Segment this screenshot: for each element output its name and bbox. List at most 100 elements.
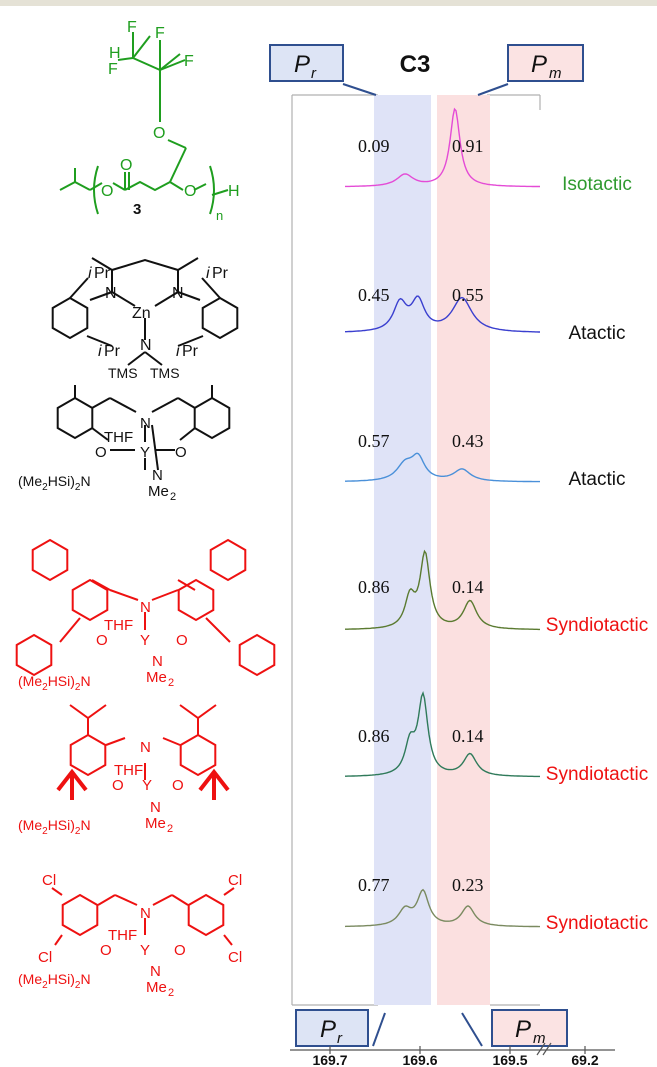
- svg-text:Me: Me: [146, 979, 167, 996]
- svg-text:N: N: [172, 285, 184, 302]
- pr-label-top: P r: [269, 44, 377, 96]
- svg-text:O: O: [175, 444, 187, 461]
- svg-text:Me: Me: [146, 669, 167, 686]
- yttrium-cumyl-complex-labels: N THF O Y O N Me 2 (Me2HSi)2N: [18, 599, 188, 693]
- svg-text:TMS: TMS: [150, 365, 180, 381]
- meso-fraction: 0.23: [452, 875, 484, 895]
- svg-text:O: O: [96, 632, 108, 649]
- svg-text:Y: Y: [140, 632, 150, 649]
- svg-text:Me: Me: [148, 483, 169, 500]
- svg-text:r: r: [337, 1030, 343, 1047]
- svg-text:THF: THF: [104, 617, 133, 634]
- racemo-fraction: 0.86: [358, 726, 390, 746]
- svg-text:i: i: [206, 265, 210, 282]
- tacticity-label: Syndiotactic: [546, 764, 648, 785]
- yttrium-cumyl-complex-structure: [14, 538, 277, 677]
- racemo-fraction: 0.45: [358, 285, 390, 305]
- svg-text:(Me2HSi)2N: (Me2HSi)2N: [18, 817, 91, 837]
- racemo-fraction: 0.77: [358, 875, 390, 895]
- svg-text:N: N: [140, 337, 152, 354]
- spectrum-trace: [345, 690, 540, 778]
- svg-text:i: i: [88, 265, 92, 282]
- spectrum-trace: [345, 295, 540, 333]
- axis-tick-label: 169.7: [312, 1052, 347, 1067]
- tacticity-label: Isotactic: [562, 174, 632, 195]
- svg-text:F: F: [127, 19, 137, 36]
- svg-text:(Me2HSi)2N: (Me2HSi)2N: [18, 473, 91, 493]
- svg-text:N: N: [140, 905, 151, 922]
- svg-text:O: O: [100, 942, 112, 959]
- svg-text:(Me2HSi)2N: (Me2HSi)2N: [18, 971, 91, 991]
- pm-label-bottom: P m: [461, 1009, 568, 1047]
- spectrum-frame: [291, 94, 541, 1006]
- svg-text:O: O: [95, 444, 107, 461]
- yttrium-chloro-complex-structure: [51, 887, 235, 946]
- svg-text:Pr: Pr: [104, 343, 121, 360]
- meso-fraction: 0.55: [452, 285, 484, 305]
- yttrium-methyl-complex-structure: [56, 385, 231, 471]
- svg-text:P: P: [294, 51, 310, 78]
- svg-text:Pr: Pr: [212, 265, 229, 282]
- svg-text:O: O: [176, 632, 188, 649]
- svg-text:m: m: [533, 1030, 546, 1047]
- svg-text:Me: Me: [145, 815, 166, 832]
- svg-text:THF: THF: [114, 762, 143, 779]
- svg-text:Y: Y: [142, 777, 152, 794]
- svg-text:Y: Y: [140, 942, 150, 959]
- tacticity-label: Atactic: [568, 469, 625, 490]
- svg-text:F: F: [155, 25, 165, 42]
- racemo-fraction: 0.09: [358, 136, 390, 156]
- svg-text:(Me2HSi)2N: (Me2HSi)2N: [18, 673, 91, 693]
- racemo-fraction: 0.86: [358, 577, 390, 597]
- svg-text:i: i: [176, 343, 180, 360]
- svg-text:TMS: TMS: [108, 365, 138, 381]
- polymer-3-structure: [59, 32, 229, 215]
- svg-text:THF: THF: [108, 927, 137, 944]
- svg-text:Cl: Cl: [38, 949, 52, 966]
- racemo-fraction: 0.57: [358, 431, 390, 451]
- axis-tick-label: 169.5: [492, 1052, 527, 1067]
- spectrum-trace: [345, 107, 540, 188]
- yttrium-chloro-complex-labels: Cl Cl Cl Cl N THF O Y O N Me 2 (Me2HSi)2…: [18, 872, 242, 999]
- svg-text:P: P: [320, 1016, 336, 1043]
- nucleus-title: C3: [400, 51, 431, 78]
- svg-text:F: F: [108, 61, 118, 78]
- meso-fraction: 0.91: [452, 136, 484, 156]
- ppm-axis: 169.7 169.6 169.5 69.2: [290, 1042, 615, 1067]
- spectrum-trace: [344, 888, 540, 928]
- axis-tick-label: 69.2: [571, 1052, 598, 1067]
- meso-fraction: 0.14: [452, 577, 484, 597]
- svg-text:N: N: [140, 599, 151, 616]
- pr-label-bottom: P r: [295, 1009, 386, 1047]
- svg-text:N: N: [105, 285, 117, 302]
- top-divider: [0, 0, 657, 6]
- yttrium-tbu-complex-structure: [56, 704, 230, 800]
- svg-text:n: n: [216, 208, 223, 223]
- polymer-3-labels: O O O O H F F F F H n 3: [101, 19, 240, 223]
- svg-text:Cl: Cl: [228, 949, 242, 966]
- svg-text:O: O: [153, 125, 165, 142]
- zinc-bdi-complex-structure: [51, 257, 239, 366]
- meso-fraction: 0.14: [452, 726, 484, 746]
- svg-text:Zn: Zn: [132, 305, 151, 322]
- meso-fraction: 0.43: [452, 431, 484, 451]
- svg-text:r: r: [311, 65, 317, 82]
- svg-text:O: O: [112, 777, 124, 794]
- svg-text:2: 2: [168, 987, 174, 999]
- svg-text:Pr: Pr: [94, 265, 111, 282]
- svg-text:Pr: Pr: [182, 343, 199, 360]
- svg-text:H: H: [109, 45, 121, 62]
- meso-band: [437, 95, 490, 1005]
- svg-text:P: P: [515, 1016, 531, 1043]
- svg-text:2: 2: [167, 823, 173, 835]
- svg-text:Cl: Cl: [228, 872, 242, 889]
- pm-label-top: P m: [477, 44, 584, 96]
- racemo-band: [374, 95, 431, 1005]
- svg-text:2: 2: [168, 677, 174, 689]
- svg-text:O: O: [120, 157, 132, 174]
- svg-text:Y: Y: [140, 444, 150, 461]
- svg-text:O: O: [172, 777, 184, 794]
- svg-text:THF: THF: [104, 429, 133, 446]
- tacticity-label: Atactic: [568, 323, 625, 344]
